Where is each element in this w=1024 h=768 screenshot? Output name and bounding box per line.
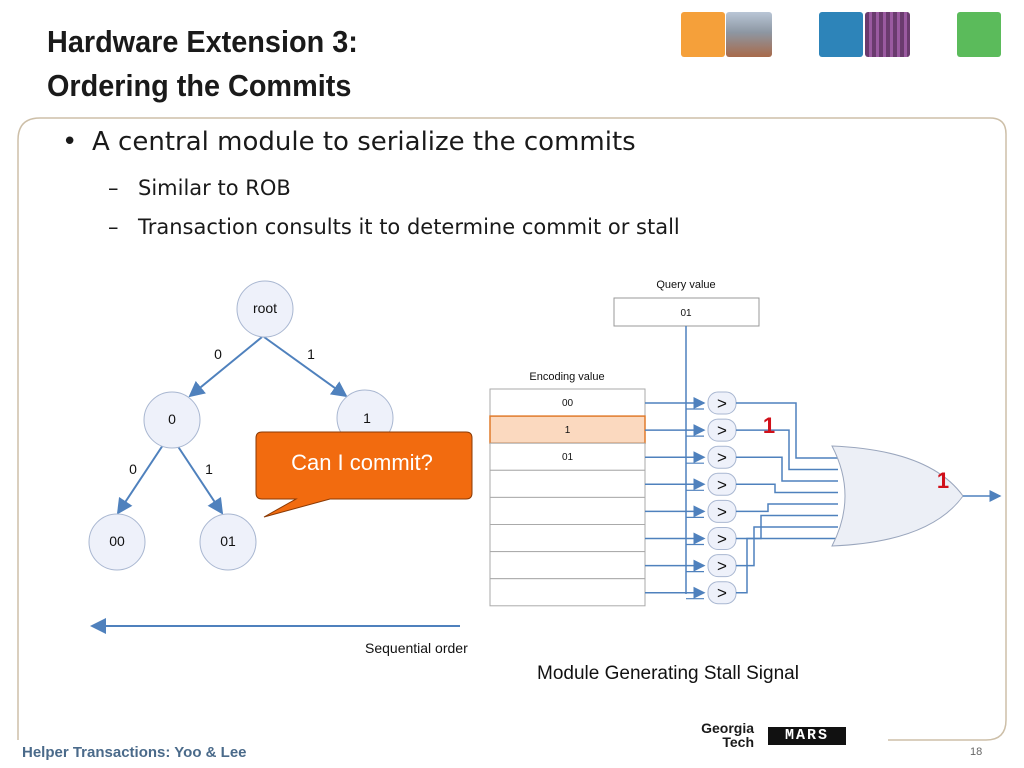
main-bullet: • A central module to serialize the commi… <box>62 127 636 157</box>
green-thumbnail <box>957 12 1001 57</box>
blue-thumbnail <box>819 12 863 57</box>
sub-bullet-1-text: Similar to ROB <box>138 176 291 200</box>
comparator-output-signal: 1 <box>763 413 775 438</box>
sub-bullet-2: –Transaction consults it to determine co… <box>108 215 680 239</box>
encoding-row <box>489 442 646 471</box>
main-bullet-text: A central module to serialize the commit… <box>92 127 636 157</box>
comparator-symbol: > <box>717 394 727 413</box>
edge-label-root-right: 1 <box>307 346 315 362</box>
logo-area <box>642 712 888 764</box>
encoding-row-value: 00 <box>562 398 574 409</box>
comparator-to-or-wire <box>736 429 838 471</box>
edge-label-left-left: 0 <box>129 461 137 477</box>
comparator-symbol: > <box>717 584 727 603</box>
slide-frame <box>17 117 1007 741</box>
comparator-column: > > > > > > > > <box>645 391 737 605</box>
edge-label-root-left: 0 <box>214 346 222 362</box>
tree-edge-left-right <box>176 444 224 515</box>
encoding-value-label: Encoding value <box>529 371 604 383</box>
encoding-row <box>489 551 646 580</box>
tree-node-root <box>236 280 294 338</box>
tree-node-1-label: 1 <box>363 410 371 426</box>
tree-node-01 <box>199 513 257 571</box>
diagram-caption: Module Generating Stall Signal <box>537 663 799 684</box>
comparator-to-or-wire <box>736 456 838 482</box>
or-gate <box>831 445 964 547</box>
chip-thumbnail <box>865 12 910 57</box>
tree-node-01-label: 01 <box>220 533 236 549</box>
tree-edge-root-right <box>263 336 348 398</box>
footer-title: Helper Transactions: Yoo & Lee <box>22 744 247 761</box>
encoding-row <box>489 524 646 553</box>
or-gate-wires <box>736 402 838 594</box>
tree-node-0 <box>143 391 201 449</box>
encoding-row <box>489 469 646 498</box>
tree-node-00-label: 00 <box>109 533 125 549</box>
bullet-dot: • <box>62 127 78 157</box>
sub-bullet-1: –Similar to ROB <box>108 176 291 200</box>
encoding-row <box>489 496 646 525</box>
mars-logo: MARS <box>768 727 846 745</box>
comparator-to-or-wire <box>736 503 838 513</box>
tree-node-root-label: root <box>253 300 277 316</box>
comparator-symbol: > <box>717 448 727 467</box>
slide-title: Hardware Extension 3: Ordering the Commi… <box>47 20 358 108</box>
comparator-symbol: > <box>717 557 727 576</box>
encoding-row <box>489 578 646 607</box>
orange-thumbnail <box>681 12 725 57</box>
encoding-table: 00 1 01 <box>489 388 646 607</box>
encoding-row-value: 01 <box>562 452 574 463</box>
encoding-row <box>489 388 646 417</box>
tree-node-00 <box>88 513 146 571</box>
title-line-1: Hardware Extension 3: <box>47 24 358 59</box>
encoding-row-value: 1 <box>565 425 571 436</box>
edge-label-left-right: 1 <box>205 461 213 477</box>
comparator-to-or-wire <box>736 483 838 494</box>
sub-bullet-dash: – <box>108 215 119 239</box>
comparator-symbol: > <box>717 475 727 494</box>
title-line-2: Ordering the Commits <box>47 68 352 103</box>
logo-line-1: Georgia <box>701 720 754 736</box>
comparator-to-or-wire <box>736 402 838 459</box>
query-value-label: Query value <box>656 279 715 291</box>
comparator-symbol: > <box>717 530 727 549</box>
sequential-order-label: Sequential order <box>365 640 468 656</box>
tree-edge-root-left <box>188 336 263 398</box>
or-output-signal: 1 <box>937 468 949 493</box>
query-value-text: 01 <box>680 308 692 319</box>
callout-bubble <box>255 431 473 518</box>
tree-node-0-label: 0 <box>168 411 176 427</box>
tree-edge-left-left <box>116 444 164 515</box>
sub-bullet-2-text: Transaction consults it to determine com… <box>138 215 680 239</box>
logo-line-2: Tech <box>722 734 754 750</box>
building-thumbnail <box>726 12 772 57</box>
comparator-symbol: > <box>717 421 727 440</box>
page-number: 18 <box>970 746 983 758</box>
comparator-to-or-wire <box>736 526 838 567</box>
callout-text: Can I commit? <box>291 450 433 475</box>
comparator-to-or-wire <box>736 537 838 594</box>
comparator-symbol: > <box>717 502 727 521</box>
sub-bullet-dash: – <box>108 176 119 200</box>
